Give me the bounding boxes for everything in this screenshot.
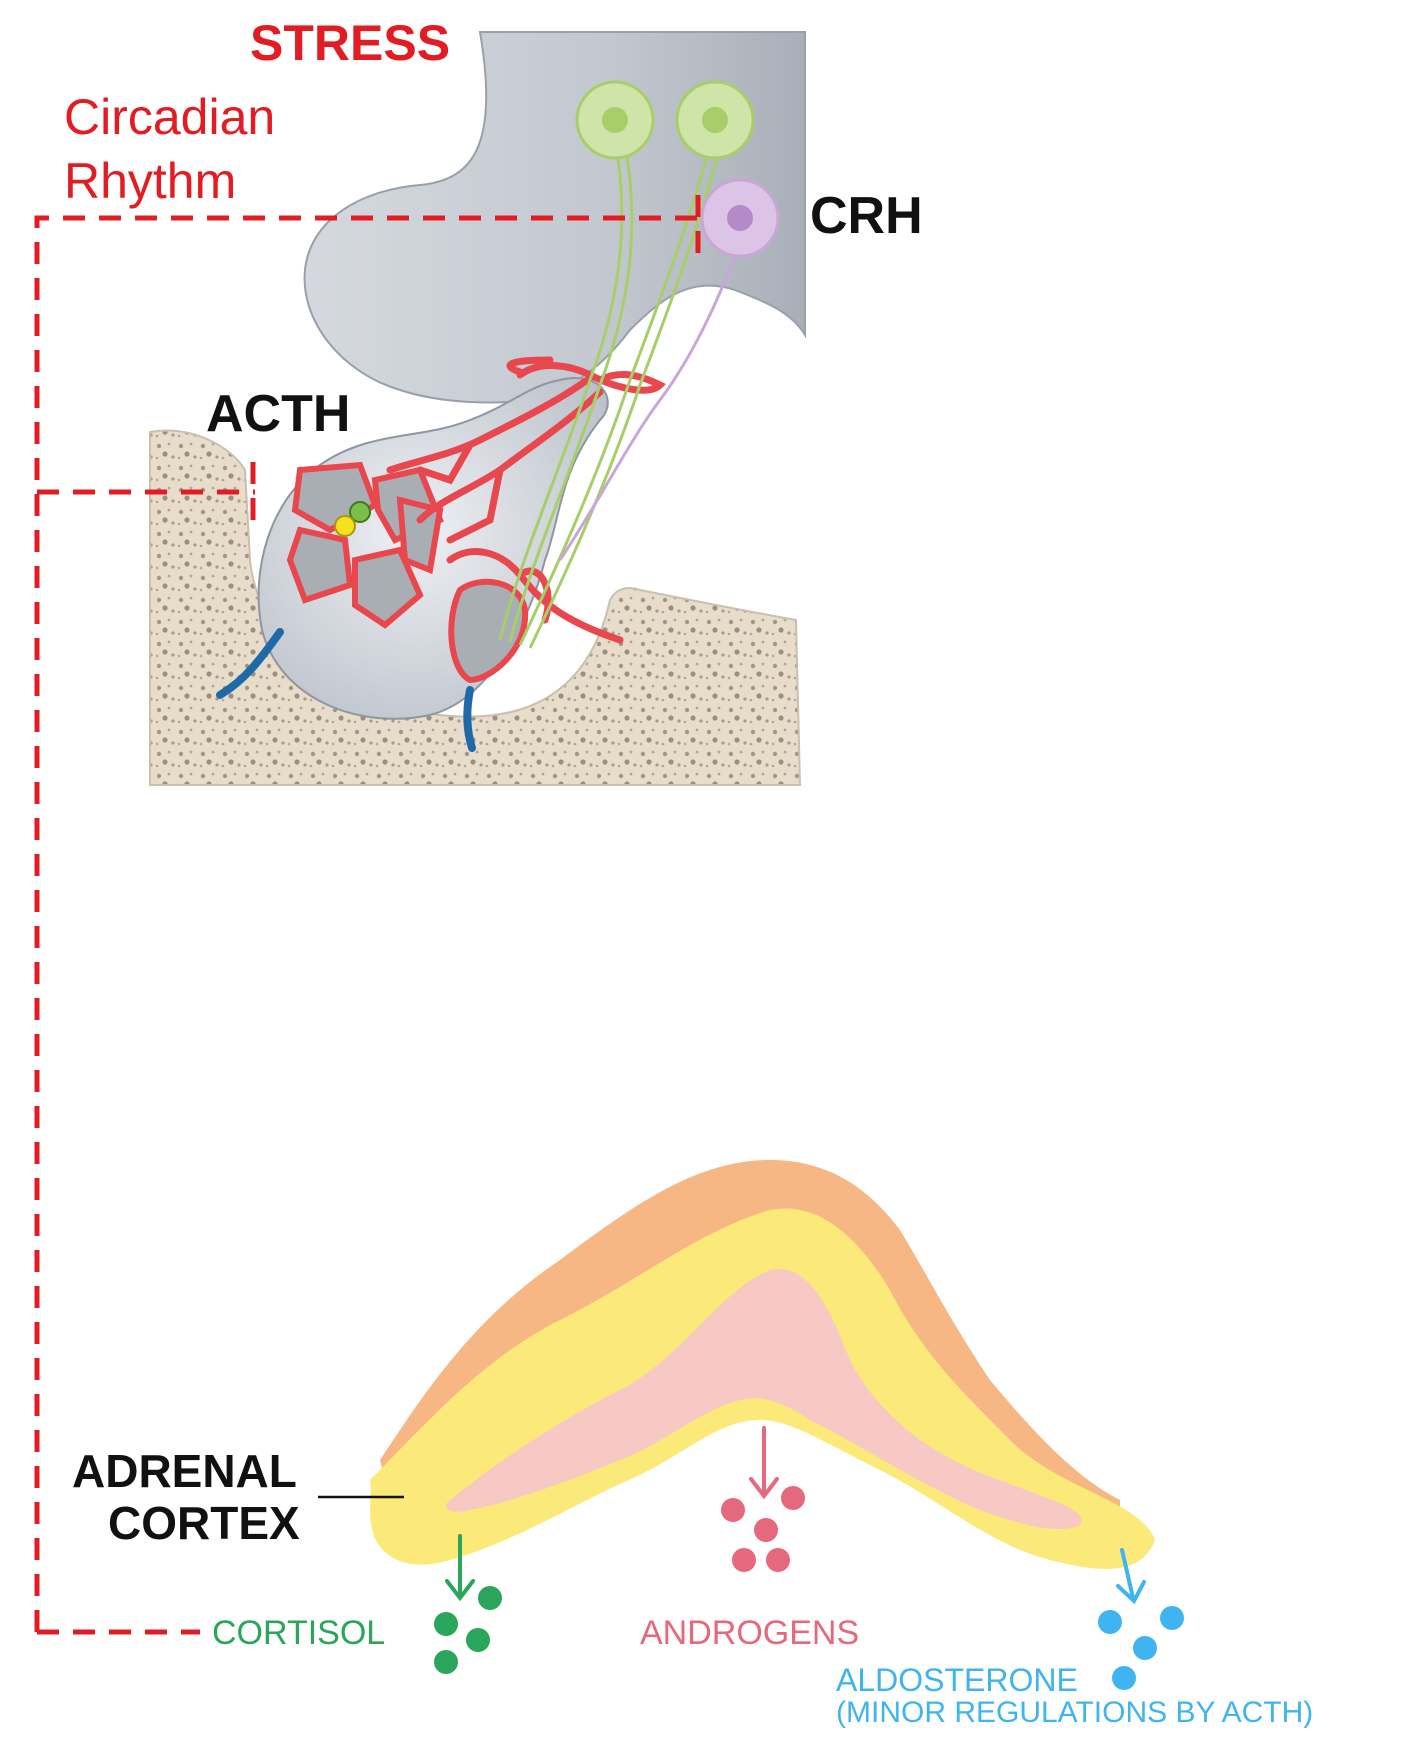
aldosterone-label-line1: ALDOSTERONE — [836, 1662, 1078, 1698]
crh-neuron-right — [675, 80, 755, 160]
anterior-pituitary-cells — [286, 461, 529, 684]
adrenal-label-line1: ADRENAL — [72, 1445, 297, 1497]
stress-label: STRESS — [250, 15, 451, 71]
cortisol-molecules — [434, 1586, 502, 1674]
circadian-label-line2: Rhythm — [64, 153, 237, 209]
androgens-label: ANDROGENS — [640, 1614, 860, 1652]
aldosterone-label-line2: (MINOR REGULATIONS BY ACTH) — [836, 1696, 1314, 1729]
aldosterone-arrow — [1116, 1548, 1146, 1605]
acth-label: ACTH — [206, 385, 351, 443]
acth-granule-yellow — [334, 515, 356, 537]
zona-reticularis — [446, 1269, 1082, 1530]
adrenal-label-line2: CORTEX — [108, 1497, 300, 1549]
crh-neuron-left — [575, 80, 655, 160]
crh-neuron-purple — [700, 178, 780, 258]
androgens-arrow — [749, 1426, 779, 1500]
feedback-dashed-line — [34, 195, 701, 1635]
acth-granule-green — [349, 501, 371, 523]
vein-left — [216, 628, 284, 699]
cortisol-label: CORTISOL — [212, 1614, 386, 1652]
crh-label: CRH — [810, 187, 923, 245]
acth-neuron-axon — [558, 239, 742, 561]
androgen-molecules — [721, 1486, 805, 1572]
circadian-label-line1: Circadian — [64, 89, 276, 145]
aldosterone-molecules — [1098, 1606, 1184, 1690]
cortisol-arrow — [445, 1534, 475, 1602]
vein-right — [463, 686, 476, 752]
